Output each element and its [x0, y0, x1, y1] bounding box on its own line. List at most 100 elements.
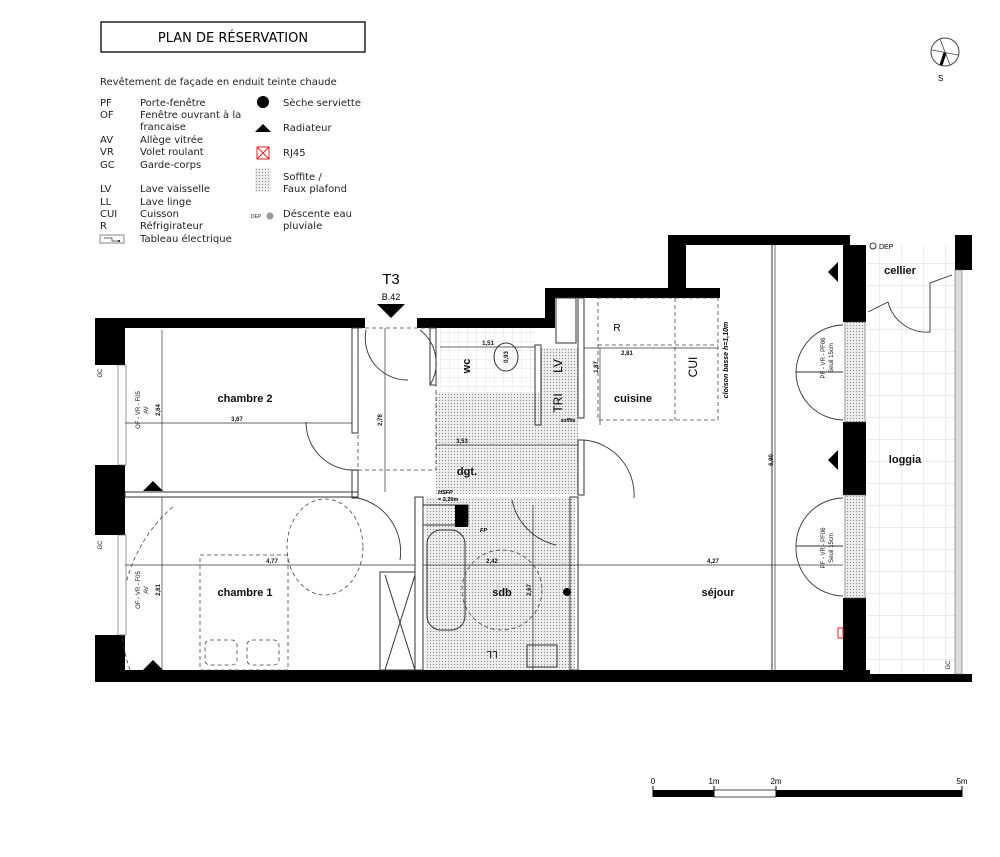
- window: [844, 494, 866, 599]
- kitchen-soffit: [540, 348, 578, 418]
- electrical-panel-icon: [99, 234, 125, 244]
- entrance-arrow-icon: [377, 304, 405, 318]
- dimension-label: 2,81: [156, 584, 162, 596]
- window: [117, 364, 127, 466]
- soffit-icon: [255, 168, 271, 192]
- legend-label: RJ45: [283, 148, 306, 159]
- legend: Revêtement de façade en enduit teinte ch…: [99, 76, 361, 245]
- legend-label: pluviale: [283, 221, 322, 232]
- fixture-lv: LV: [551, 359, 565, 373]
- window: [844, 321, 866, 423]
- window-pf-label: PF - VR - PF06: [821, 337, 827, 379]
- dimension-label: 2,64: [156, 404, 162, 416]
- window-gc-label: GC: [946, 660, 952, 670]
- legend-label: Cuisson: [140, 209, 179, 220]
- window-of-label: OF - VR - F05: [136, 391, 142, 429]
- dimension-label: 3,53: [456, 439, 468, 445]
- legend-code: OF: [100, 110, 114, 121]
- scale-tick: 0: [651, 777, 656, 786]
- scale-bar: 0 1m 2m 5m: [651, 777, 968, 798]
- dimension-label: 1,51: [482, 341, 494, 347]
- legend-code: AV: [100, 135, 113, 146]
- radiator-icon: [828, 262, 838, 282]
- fixture-r: R: [613, 323, 620, 334]
- radiator-icon: [828, 450, 838, 470]
- room-label-wc: wc: [461, 359, 473, 375]
- room-label-dgt: dgt.: [457, 466, 477, 478]
- window-gc-label: GC: [98, 368, 104, 378]
- window: [117, 534, 127, 636]
- hsfp-note: HSFP: [438, 490, 453, 496]
- loggia-floor: [866, 245, 956, 675]
- dimension-lines: [125, 245, 843, 670]
- legend-label: Garde-corps: [140, 160, 201, 171]
- legend-label: Lave vaisselle: [140, 184, 210, 195]
- towel-dryer-icon: [257, 96, 269, 108]
- legend-label: francaise: [140, 122, 186, 133]
- page-title: PLAN DE RÉSERVATION: [158, 30, 308, 46]
- dimension-label: 2,81: [621, 351, 633, 357]
- unit-type: T3: [382, 271, 400, 288]
- legend-label: Sèche serviette: [283, 97, 361, 109]
- legend-label: Tableau électrique: [139, 233, 232, 245]
- radiator-icon: [143, 481, 163, 491]
- room-label-chambre-2: chambre 2: [217, 393, 272, 405]
- legend-label: Lave linge: [140, 197, 191, 208]
- walls: [95, 235, 972, 682]
- doors: [305, 274, 953, 597]
- window-pf-label: PF - VR - PF06: [821, 527, 827, 569]
- dep-tag: DEP: [251, 214, 262, 220]
- dimension-label: 2,78: [378, 414, 384, 426]
- furniture: [120, 297, 719, 671]
- legend-code: R: [100, 221, 107, 232]
- room-label-cuisine: cuisine: [614, 393, 652, 405]
- downpipe-icon: [266, 212, 274, 220]
- room-label-loggia: loggia: [889, 454, 922, 466]
- dimension-label: 2,67: [527, 584, 533, 596]
- dep-label: DEP: [879, 244, 894, 251]
- rj45-icon: [837, 627, 844, 639]
- fixture-ll: LL: [486, 648, 498, 659]
- legend-code: GC: [100, 160, 115, 171]
- compass-icon: S: [930, 37, 960, 83]
- window-av-label: AV: [144, 586, 150, 594]
- scale-tick: 2m: [770, 777, 781, 786]
- dimension-label: 0,93: [504, 351, 510, 363]
- legend-code: LL: [100, 197, 112, 208]
- legend-code: VR: [100, 147, 114, 158]
- legend-label: Faux plafond: [283, 184, 347, 195]
- window-of-label: OF - VR - F05: [136, 571, 142, 609]
- legend-label: Radiateur: [283, 123, 333, 134]
- fixture-cui: CUI: [686, 357, 700, 378]
- radiator-icon: [143, 660, 163, 670]
- fp-note: FP: [480, 528, 487, 534]
- title-box: PLAN DE RÉSERVATION: [100, 21, 366, 53]
- legend-intro: Revêtement de façade en enduit teinte ch…: [100, 76, 337, 88]
- dimension-label: 1,87: [594, 361, 600, 373]
- radiator-icon: [255, 124, 271, 132]
- legend-label: Réfrigirateur: [140, 220, 204, 232]
- room-label-cellier: cellier: [884, 265, 917, 277]
- downpipe-icon: [869, 242, 877, 250]
- sdb-floor: [425, 497, 575, 670]
- legend-label: Allège vitrée: [140, 134, 203, 146]
- window-gc-label: GC: [98, 540, 104, 550]
- legend-label: Déscente eau: [283, 208, 352, 220]
- scale-tick: 5m: [956, 777, 967, 786]
- rj45-icon: [256, 146, 270, 160]
- dimension-label: 4,77: [266, 559, 278, 565]
- window-seuil-label: Seuil 15cm: [829, 533, 835, 563]
- dimension-label: 2,42: [486, 559, 498, 565]
- soffite-note: soffite: [561, 418, 576, 424]
- legend-code: LV: [100, 184, 111, 195]
- room-label-sejour: séjour: [701, 587, 735, 599]
- towel-dryer-icon: [563, 588, 571, 596]
- legend-label: Soffite /: [283, 172, 322, 183]
- room-label-sdb: sdb: [492, 587, 512, 599]
- scale-tick: 1m: [708, 777, 719, 786]
- legend-code: CUI: [100, 209, 117, 220]
- legend-code: PF: [100, 98, 112, 109]
- dimension-label: 3,67: [231, 417, 243, 423]
- legend-label: Volet roulant: [140, 147, 204, 158]
